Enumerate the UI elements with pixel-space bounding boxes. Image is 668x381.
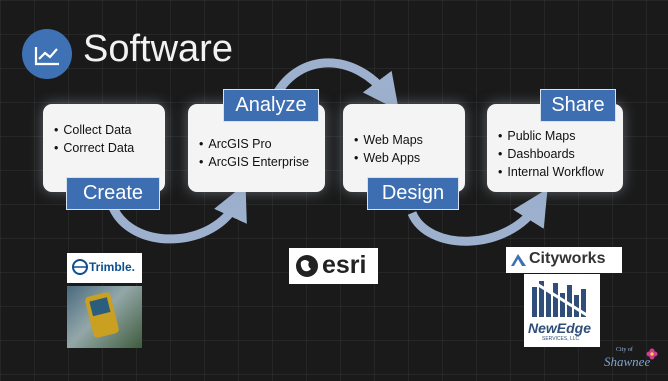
esri-globe-icon (295, 254, 319, 278)
gps-device-photo (67, 286, 142, 348)
slide-title: Software (83, 28, 233, 70)
trimble-logo: Trimble. (67, 253, 142, 283)
stage-item: Web Maps (354, 131, 465, 149)
flower-icon (646, 347, 658, 360)
stage-item: Collect Data (54, 121, 165, 139)
stage-item: Web Apps (354, 149, 465, 167)
stage-label-analyze: Analyze (223, 89, 319, 122)
trimble-logo-text: Trimble. (89, 260, 136, 274)
stage-item: ArcGIS Enterprise (199, 153, 325, 171)
newedge-logo-subtext: SERVICES, LLC (542, 336, 580, 342)
arrow-design-to-share (407, 188, 548, 246)
stage-label-create: Create (66, 177, 160, 210)
stage-label-design: Design (367, 177, 459, 210)
arrow-create-to-analyze (107, 183, 247, 244)
stage-item: Dashboards (498, 145, 623, 163)
arrow-analyze-to-design (272, 58, 399, 111)
stage-label-share: Share (540, 89, 616, 122)
stage-item: Public Maps (498, 127, 623, 145)
cityworks-logo: Cityworks (506, 247, 622, 273)
newedge-logo: NewEdge SERVICES, LLC (524, 274, 600, 347)
cityworks-icon (510, 252, 527, 268)
trimble-globe-icon (72, 259, 88, 275)
gps-device-icon (84, 291, 120, 339)
cityworks-logo-text: Cityworks (529, 250, 606, 267)
city-of-text: City of (616, 347, 633, 353)
stage-item: Internal Workflow (498, 163, 623, 181)
shawnee-text: Shawnee (604, 354, 651, 369)
chart-line-icon (22, 29, 72, 79)
newedge-graphic-icon (530, 277, 594, 319)
esri-logo: esri (289, 248, 378, 284)
stage-item: Correct Data (54, 139, 165, 157)
newedge-logo-text: NewEdge (528, 320, 592, 336)
esri-logo-text: esri (322, 251, 367, 279)
city-of-shawnee-logo: City of Shawnee (604, 347, 660, 375)
stage-item: ArcGIS Pro (199, 135, 325, 153)
